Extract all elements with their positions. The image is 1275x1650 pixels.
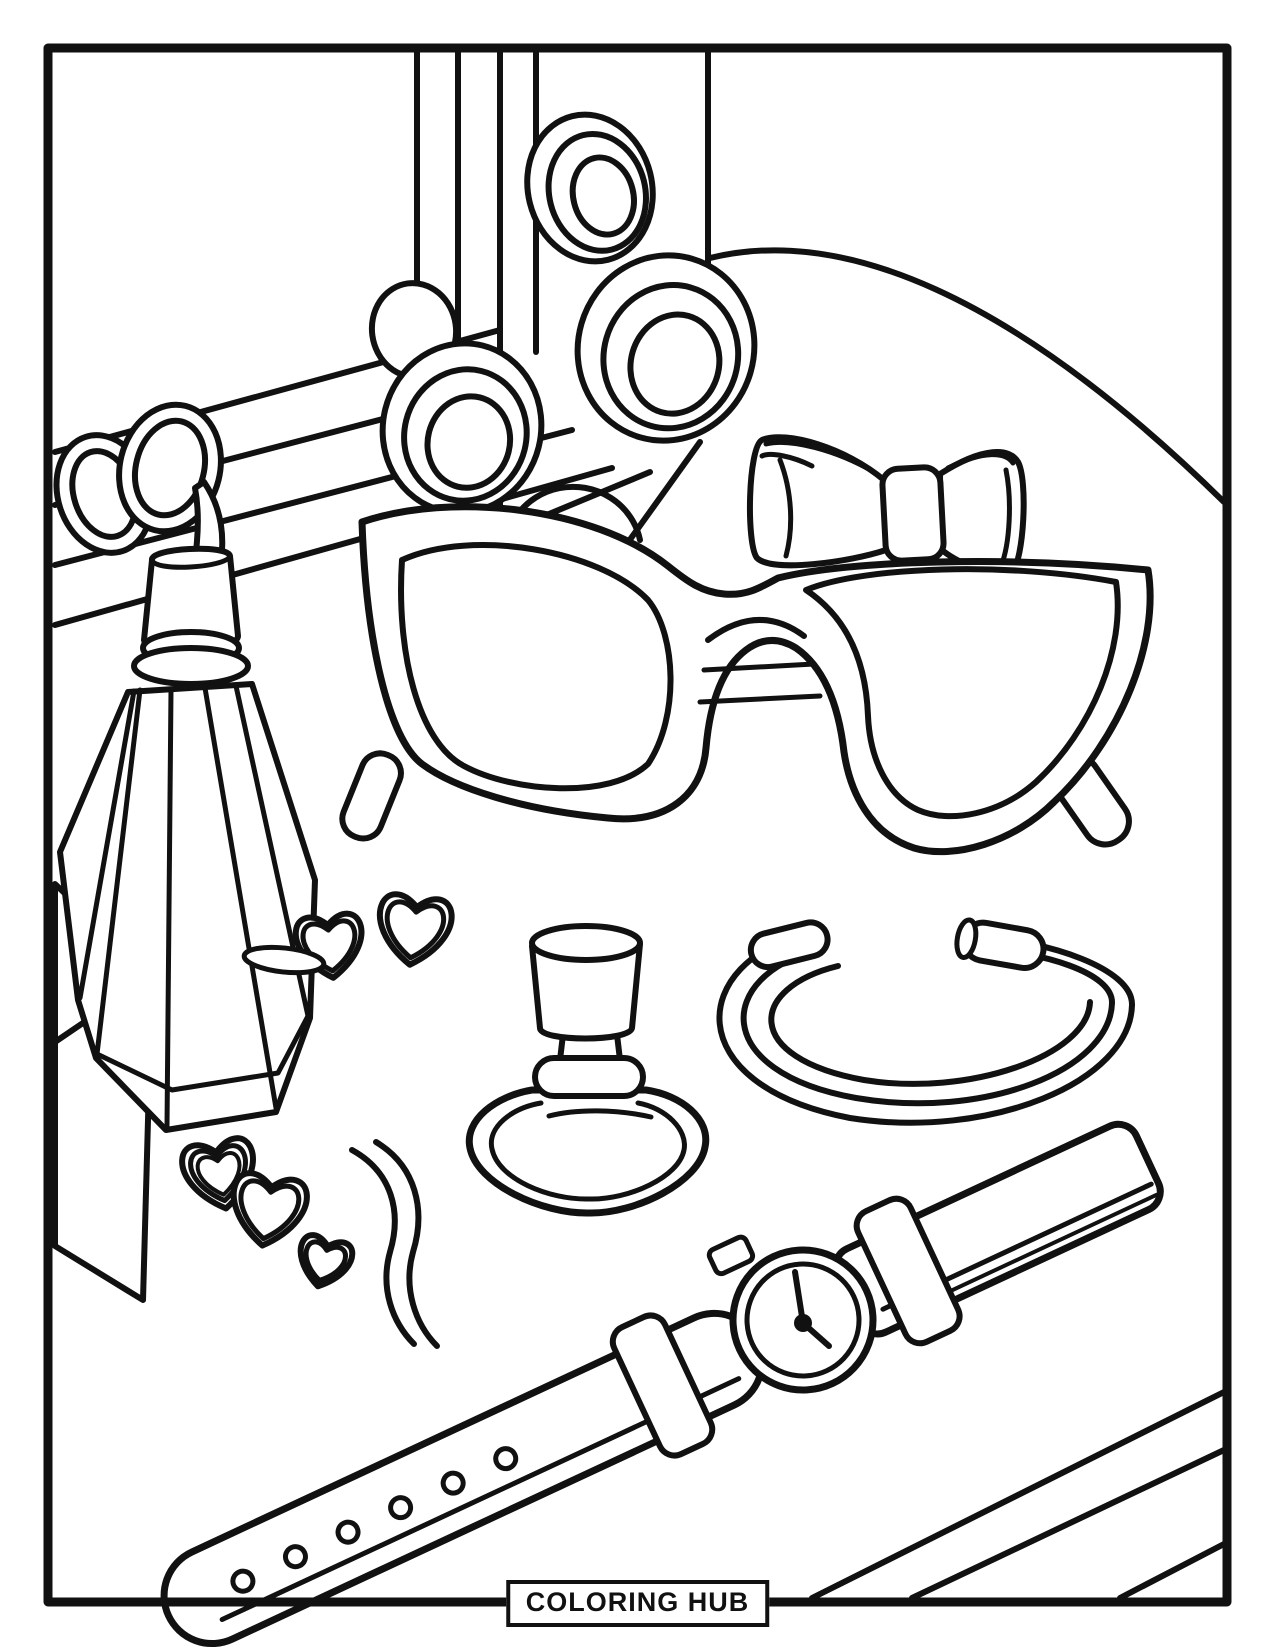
lens-left [398, 542, 674, 792]
brooch-heart-right [377, 891, 455, 968]
bulb-right [574, 252, 758, 444]
heart-brooch [241, 891, 455, 981]
vanity-bulbs [368, 111, 758, 516]
bulb-left [379, 340, 545, 516]
cat-eye-sunglasses [339, 503, 1154, 856]
bottle-facets [77, 683, 311, 1129]
heart-charms [179, 1135, 440, 1349]
charm-ribbon [349, 1139, 440, 1349]
small-perfume-bottle [465, 923, 710, 1217]
bracelet-end-left [747, 919, 831, 971]
watch-keeper-lower [609, 1312, 716, 1459]
hair-bow [746, 434, 1027, 578]
bridge [697, 616, 823, 705]
bow-knot [879, 464, 947, 564]
watch-dial [744, 1261, 862, 1379]
sunglasses-frame [358, 503, 1154, 856]
footer-brand-label: COLORING HUB [505, 1580, 770, 1627]
bulb-top [524, 111, 656, 265]
wristwatch [160, 1120, 1164, 1648]
small-bottle-cap-top [529, 923, 643, 963]
bracelet-end-right [954, 917, 1047, 971]
small-bottle-collar [532, 1055, 646, 1099]
faceted-perfume-bottle [53, 401, 318, 1133]
watch-keeper-upper [853, 1195, 963, 1347]
bottle-body [57, 681, 318, 1133]
lens-right [803, 566, 1121, 820]
charm-heart-small [297, 1232, 356, 1290]
watch-strap-holes [230, 1446, 519, 1594]
small-bottle-cap [529, 941, 643, 1042]
cuff-bracelet [716, 917, 1136, 1126]
brooch-pin [241, 944, 327, 976]
bottle-collar-rim [131, 645, 251, 687]
watch-hands [792, 1269, 832, 1349]
watch-crown [706, 1234, 756, 1277]
table-corner-lines [809, 1389, 1227, 1601]
charm-heart-front [230, 1170, 310, 1249]
small-bottle-body [465, 1086, 710, 1217]
temple-arm-left [339, 750, 404, 842]
